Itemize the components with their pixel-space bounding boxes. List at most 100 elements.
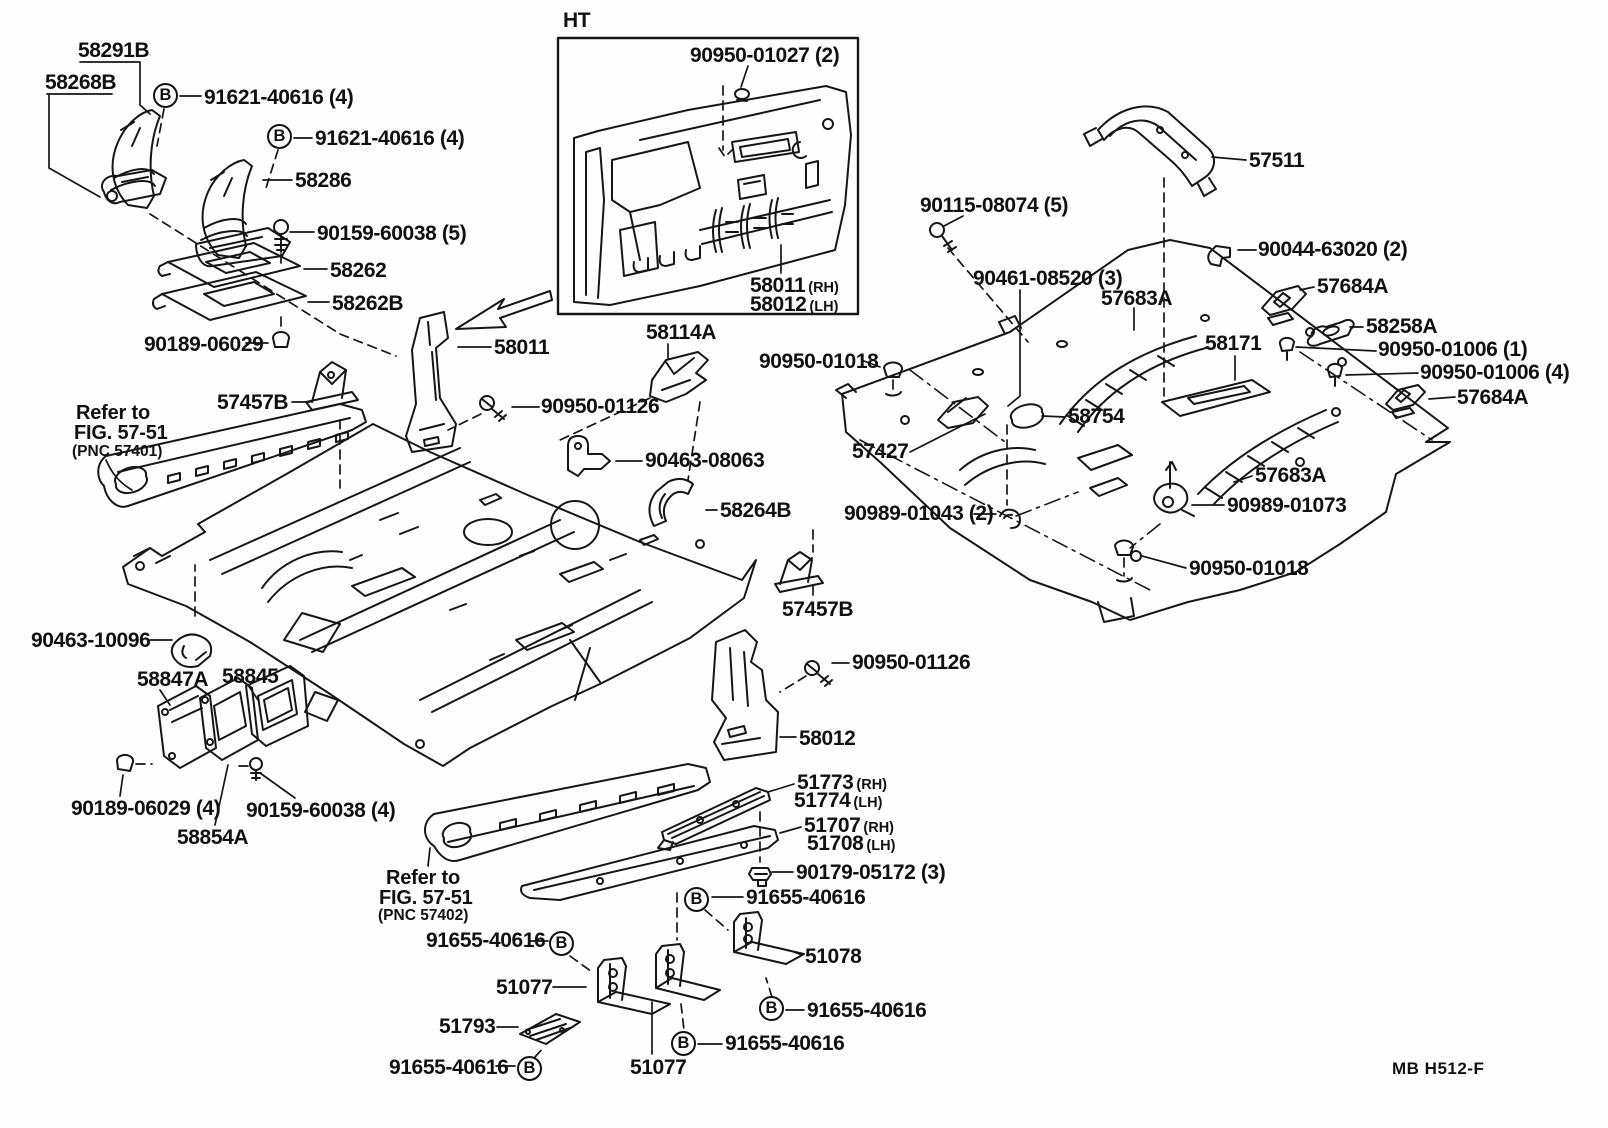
fastener-label-91655-d: 91655-40616 [725,1032,845,1055]
part-label-51078: 51078 [805,945,862,968]
part-label-58262b: 58262B [332,292,404,315]
part-label-58012-lh: 58012(LH) [750,293,839,316]
note-pnc-57402: (PNC 57402) [378,907,469,924]
part-label-58012: 58012 [799,727,856,750]
brace-57511 [1083,105,1217,197]
fastener-label-90950-01126-a: 90950-01126 [541,395,660,418]
part-label-51774: 51774(LH) [794,789,883,812]
fastener-label-91621-a: 91621-40616 (4) [204,86,354,109]
part-label-51707: 51707(RH) [804,814,895,837]
fastener-label-90989-01073: 90989-01073 [1227,494,1347,517]
fastener-label-90044: 90044-63020 (2) [1258,238,1408,261]
part-label-57457b-left: 57457B [217,391,289,414]
note-refer-to-2: Refer to [386,867,460,889]
note-fig-57-51-1: FIG. 57-51 [74,422,168,444]
bracket-51077-b [655,943,721,1001]
part-label-58845: 58845 [222,665,279,688]
part-label-58268b: 58268B [45,71,117,94]
shift-boot-retainer [100,169,167,205]
bracket-57684a-lower [1385,384,1426,419]
fastener-label-90463-10096: 90463-10096 [31,629,151,652]
cross-rail-57683a-front [1059,335,1207,433]
part-label-58171: 58171 [1205,332,1262,355]
fastener-label-90461: 90461-08520 (3) [973,267,1123,290]
bolt-symbol-b: B [153,83,178,108]
part-label-57457b-right: 57457B [782,598,854,621]
fastener-label-90159-5: 90159-60038 (5) [317,222,467,245]
part-label-51708: 51708(LH) [807,832,896,855]
part-label-51077-b: 51077 [630,1056,687,1079]
part-label-58286: 58286 [295,169,352,192]
bolt-icon [249,757,263,781]
part-label-51773: 51773(RH) [797,771,888,794]
plate-51793 [519,1013,581,1045]
bracket-57457b-left [305,361,359,411]
part-label-58258a: 58258A [1366,315,1438,338]
part-label-58854a: 58854A [177,826,249,849]
stud-icon [272,331,290,348]
bar-58171 [1161,379,1271,417]
fastener-label-91655-e: 91655-40616 [389,1056,509,1079]
note-fig-57-51-2: FIG. 57-51 [379,887,473,909]
shifter-plate-lower [152,271,307,321]
fastener-90950-01018-left [883,361,903,397]
part-label-58847a: 58847A [137,668,209,691]
fastener-label-90179: 90179-05172 (3) [796,861,946,884]
bracket-57684a-upper [1261,285,1307,326]
alignment-dashed-lines [135,85,1165,1058]
note-pnc-57401: (PNC 57401) [72,443,163,460]
stud-icon [116,753,135,772]
down-left-arrow [455,290,553,330]
rear-floor-pan [122,423,757,767]
bracket-51078 [733,911,805,965]
page-code: MB H512-F [1392,1059,1485,1078]
clamp-90463-10096 [170,633,213,668]
clip-icon [734,88,750,102]
nut-icon [748,867,772,887]
fastener-label-91655-a: 91655-40616 [746,886,866,909]
bracket-57457b-right [774,551,824,593]
part-label-57684a-upper: 57684A [1317,275,1389,298]
fastener-90950-01018-right [1114,539,1134,583]
bolt-symbol-b: B [267,124,292,149]
screw-icon [804,660,833,687]
part-label-57683a-rear: 57683A [1255,464,1327,487]
fastener-label-90463-08063: 90463-08063 [645,449,765,472]
fastener-label-90989-01043: 90989-01043 (2) [844,502,994,525]
clip-90044 [1207,245,1231,267]
fastener-90950-01006-icons [1278,336,1343,387]
bracket-58264b [648,478,694,527]
inset-tag-ht: HT [563,9,591,32]
fastener-label-90950-01126-b: 90950-01126 [852,651,971,674]
fastener-label-90950-01018-a: 90950-01018 [759,350,879,373]
part-label-58291b: 58291B [78,39,150,62]
fastener-label-90189-4: 90189-06029 (4) [71,797,221,820]
left-rocker-sill [97,403,367,508]
cross-rail-57683a-rear [1197,409,1339,505]
fastener-label-91655-c: 91655-40616 [807,999,927,1022]
fastener-label-90950-01027: 90950-01027 (2) [690,44,840,67]
part-label-58114a: 58114A [646,321,717,344]
part-label-58011: 58011 [494,336,550,359]
part-label-51793: 51793 [439,1015,496,1038]
part-label-57511: 57511 [1249,149,1305,172]
bolt-symbol-b: B [684,887,709,912]
part-label-58754: 58754 [1068,405,1125,428]
note-refer-to-1: Refer to [76,402,150,424]
scuff-plate-51773 [657,787,771,851]
pillar-58011 [405,311,457,453]
part-label-58264b: 58264B [720,499,792,522]
part-label-51077-a: 51077 [496,976,553,999]
outer-sill-51707 [520,825,779,901]
ht-inset-box [556,36,860,316]
bracket-51077-a [597,957,671,1015]
shift-boot-lower [195,159,291,268]
pillar-58012 [711,629,779,761]
bolt-symbol-b: B [759,996,784,1021]
shifter-plate-upper [157,242,301,288]
part-label-57684a-lower: 57684A [1457,386,1529,409]
part-label-58011-rh: 58011(RH) [750,274,839,297]
fastener-label-91655-b: 91655-40616 [426,929,546,952]
fastener-label-90189: 90189-06029 [144,333,264,356]
